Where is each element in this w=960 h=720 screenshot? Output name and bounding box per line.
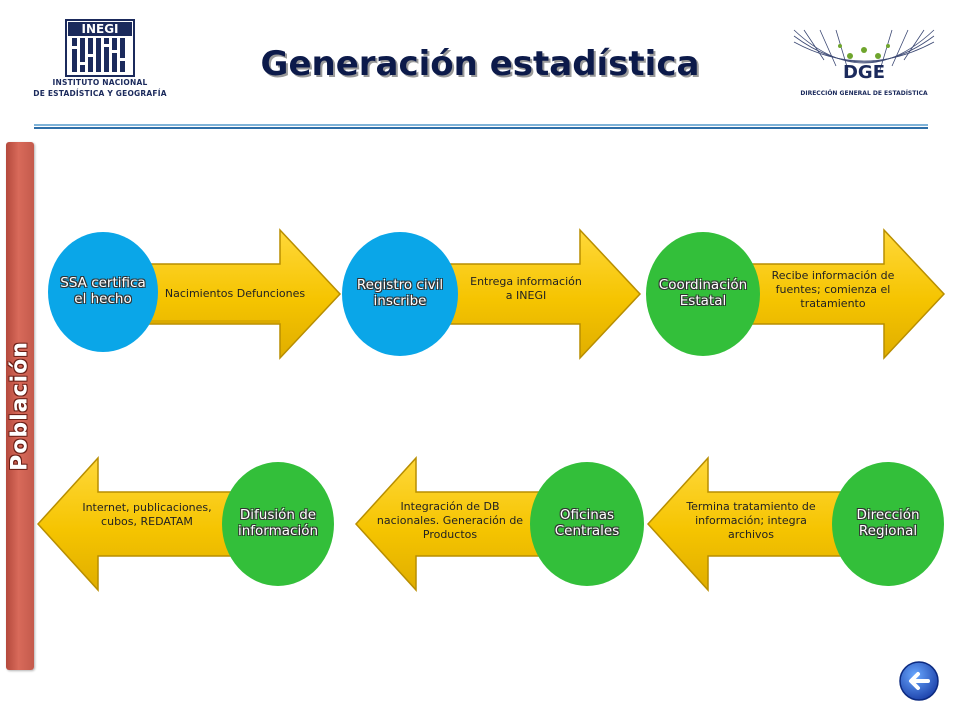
dge-caption: DIRECCIÓN GENERAL DE ESTADÍSTICA: [800, 90, 928, 97]
dge-logo: DGE DIRECCIÓN GENERAL DE ESTADÍSTICA: [790, 26, 938, 112]
flow-arrow-left-1: [36, 456, 239, 592]
node-regional-direction: Dirección Regional: [832, 462, 944, 586]
inegi-emblem-icon: INEGI: [65, 19, 135, 77]
arrow-text-internet-publications: Internet, publicaciones, cubos, REDATAM: [82, 500, 212, 528]
inegi-logo: INEGI INSTITUTO NACIONAL DE ESTADÍSTICA …: [30, 16, 170, 106]
node-central-offices: Oficinas Centrales: [530, 462, 644, 586]
flow-arrow-left-2: [354, 456, 557, 592]
sidebar-population: Población: [6, 142, 34, 670]
flow-arrow-right-3: [743, 228, 946, 360]
node-ssa-certifies: SSA certifica el hecho: [48, 232, 158, 352]
inegi-wordmark: INEGI: [81, 22, 118, 36]
inegi-caption-line1: INSTITUTO NACIONAL: [52, 78, 148, 87]
node-civil-registry: Registro civil inscribe: [342, 232, 458, 356]
sidebar-label: Población: [7, 341, 33, 471]
header-divider: [34, 124, 928, 129]
arrow-text-db-integration: Integración de DB nacionales. Generación…: [376, 499, 524, 542]
flow-arrow-right-1: [139, 228, 342, 360]
page-title: Generación estadística: [260, 44, 700, 84]
arrow-text-receives-info: Recibe información de fuentes; comienza …: [771, 268, 895, 311]
node-information-dissemination: Difusión de información: [222, 462, 334, 586]
back-arrow-icon[interactable]: [898, 660, 940, 702]
flow-arrow-right-2: [439, 228, 642, 360]
inegi-caption-line2: DE ESTADÍSTICA Y GEOGRAFÍA: [33, 89, 167, 98]
dge-network-icon: DGE: [793, 29, 935, 83]
arrow-text-births-deaths: Nacimientos Defunciones: [164, 286, 306, 300]
node-state-coordination: Coordinación Estatal: [646, 232, 760, 356]
dge-wordmark: DGE: [843, 62, 885, 82]
arrow-text-delivers-info: Entrega información a INEGI: [470, 274, 582, 302]
arrow-text-finishes-processing: Termina tratamiento de información; inte…: [686, 499, 816, 542]
flow-arrow-left-3: [646, 456, 849, 592]
